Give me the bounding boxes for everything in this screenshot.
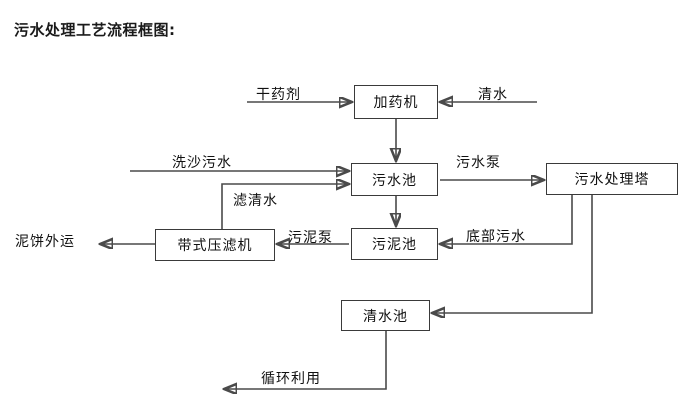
page-title: 污水处理工艺流程框图:: [14, 21, 176, 39]
edge-label-bottom-wastewater: 底部污水: [466, 229, 526, 245]
node-sludge-pool[interactable]: 污泥池: [351, 228, 438, 260]
node-wastewater-pool[interactable]: 污水池: [351, 163, 438, 196]
node-treatment-tower[interactable]: 污水处理塔: [546, 163, 678, 195]
node-belt-filter-press[interactable]: 带式压滤机: [155, 229, 275, 261]
node-dosing-machine[interactable]: 加药机: [354, 85, 438, 119]
edge-label-dry-chemical: 干药剂: [256, 87, 301, 103]
edge-label-recycle-use: 循环利用: [261, 371, 321, 387]
node-clean-water-pool[interactable]: 清水池: [341, 300, 430, 331]
edge-label-sand-wash-water: 洗沙污水: [172, 155, 232, 171]
edge-filter-press-to-wastewater-pool: [221, 184, 349, 229]
node-label-belt-filter-press: 带式压滤机: [177, 238, 253, 254]
node-label-dosing-machine: 加药机: [373, 95, 419, 111]
node-label-clean-water-pool: 清水池: [363, 308, 408, 325]
edge-label-sludge-pump: 污泥泵: [288, 230, 333, 246]
edge-label-clean-water-in: 清水: [478, 87, 508, 103]
edge-tower-to-clean-water-pool: [432, 195, 593, 313]
edge-label-filtered-water: 滤清水: [233, 193, 278, 209]
edge-clean-water-pool-to-recycle: [224, 331, 387, 389]
edge-tower-to-sludge-pool: [440, 195, 573, 244]
node-label-wastewater-pool: 污水池: [372, 172, 417, 189]
node-label-treatment-tower: 污水处理塔: [574, 172, 650, 188]
node-label-sludge-pool: 污泥池: [372, 237, 417, 253]
edge-label-wastewater-pump: 污水泵: [456, 155, 501, 171]
terminal-label-mud-cake-out: 泥饼外运: [15, 234, 75, 250]
